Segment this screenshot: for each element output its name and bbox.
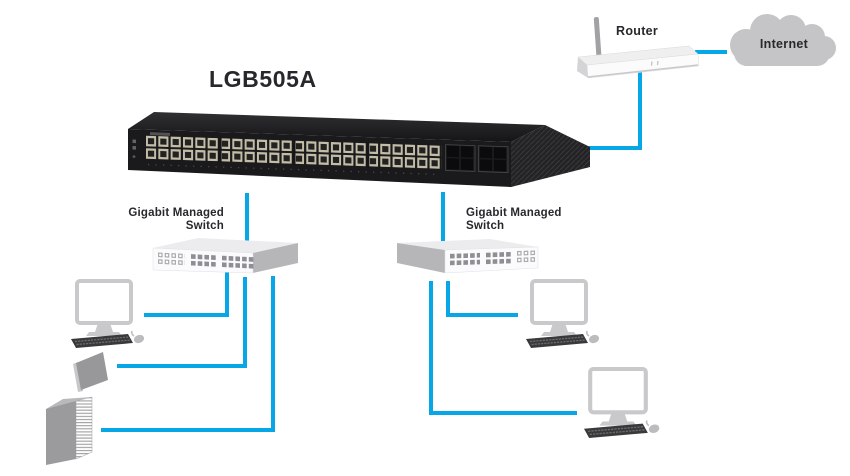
right-switch-label-line2: Switch	[466, 220, 505, 232]
link-right-switch-desktop2	[429, 281, 577, 415]
router-label: Router	[616, 24, 659, 38]
internet-label: Internet	[759, 37, 809, 51]
left-switch-label-line2: Switch	[185, 220, 224, 232]
left-managed-switch-icon	[152, 238, 298, 274]
internet-cloud	[730, 14, 836, 66]
link-left-switch-desktop	[144, 271, 229, 317]
link-right-switch-desktop1	[446, 281, 518, 317]
core-switch-icon	[128, 112, 590, 187]
link-left-switch-tablet	[117, 277, 247, 368]
core-switch-model-label: LGB505A	[209, 66, 317, 92]
right-managed-switch-icon	[397, 239, 539, 274]
link-router-core-switch	[586, 68, 642, 150]
link-left-switch-server	[101, 276, 275, 432]
right-switch-label-line1: Gigabit Managed	[466, 207, 562, 219]
right-switch-label: Gigabit Managed Switch	[466, 207, 592, 233]
left-desktop-icon	[69, 279, 148, 350]
left-switch-label-line1: Gigabit Managed	[128, 207, 224, 219]
right-switch-ports	[450, 250, 537, 266]
connections	[101, 50, 727, 432]
side-vents	[511, 125, 590, 187]
router-icon	[577, 17, 700, 79]
left-switch-ports	[158, 252, 254, 269]
tablet-icon	[73, 352, 108, 392]
front-ports	[132, 132, 509, 175]
left-switch-label: Gigabit Managed Switch	[98, 207, 224, 233]
router-antenna	[593, 17, 602, 59]
server-tower-icon	[46, 396, 93, 465]
server-vents	[76, 397, 92, 459]
right-desktop-1-icon	[524, 279, 603, 350]
right-desktop-2-icon	[584, 369, 660, 438]
